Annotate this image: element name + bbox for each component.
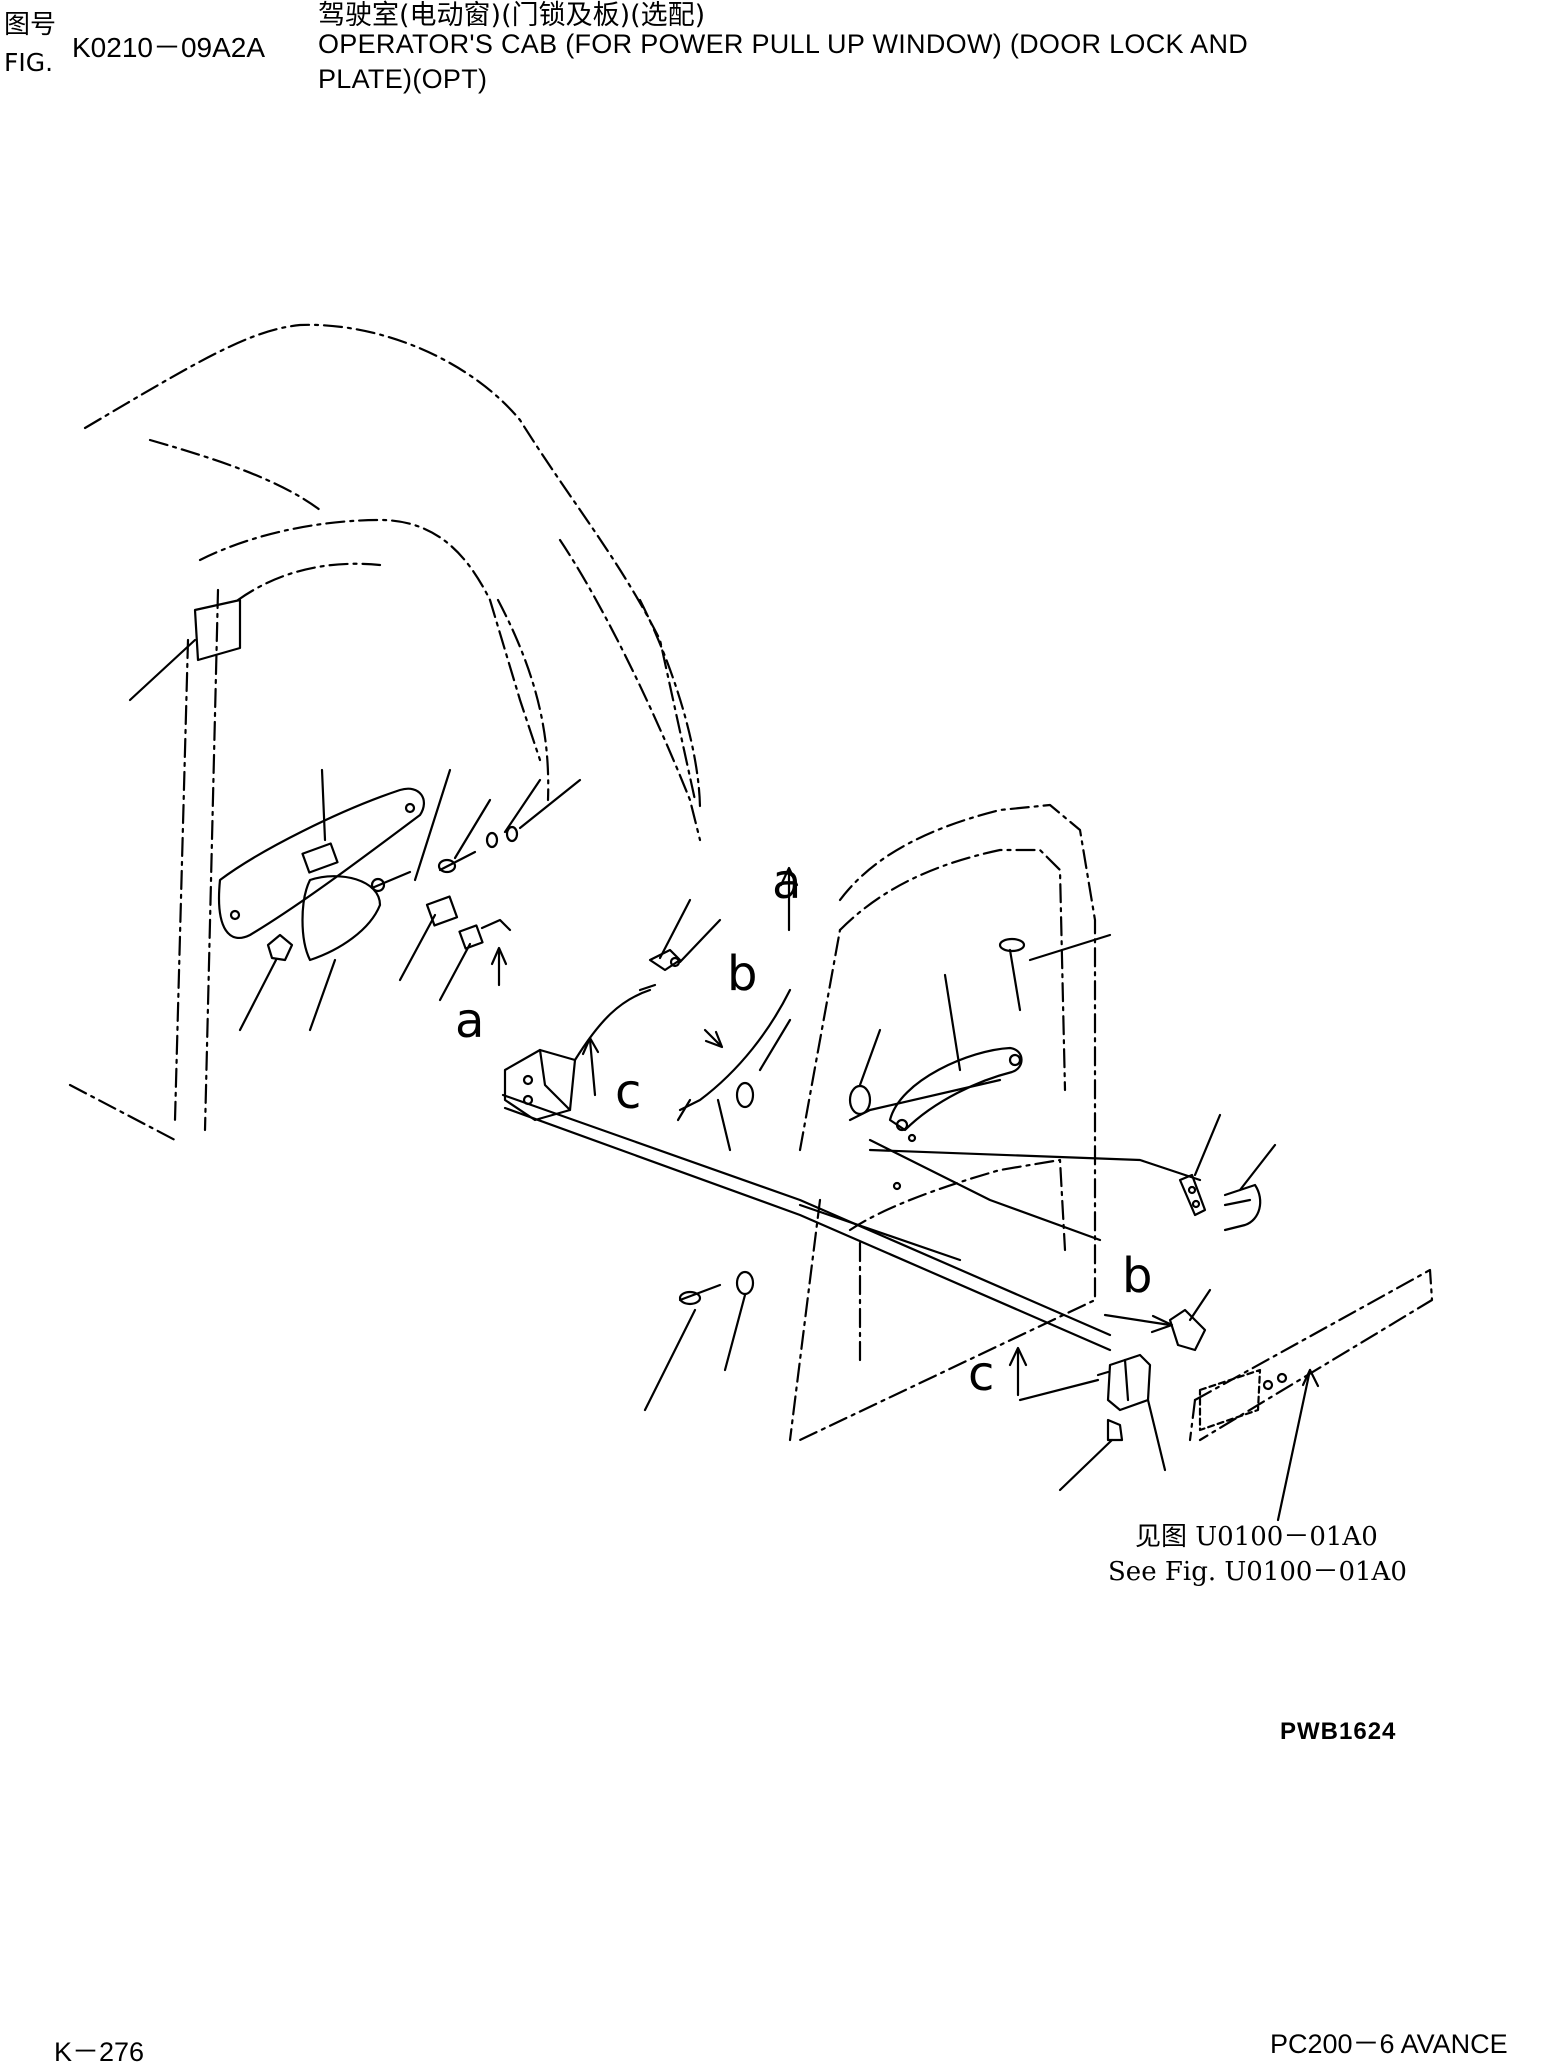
title-english-line2: PLATE)(OPT) — [318, 64, 488, 94]
door-lock — [503, 1048, 577, 1122]
see-fig-en: See Fig. U0100－01A0 — [1108, 1557, 1407, 1587]
drawing-number: PWB1624 — [1280, 1718, 1397, 1745]
title-chinese: 驾驶室(电动窗)(门锁及板)(选配) — [318, 0, 706, 31]
model-name: PC200－6 AVANCE — [1270, 2029, 1508, 2059]
door-outline — [788, 803, 1097, 1442]
figure-number: K0210－09A2A — [72, 32, 266, 63]
page-number: K－276 — [54, 2037, 145, 2067]
callout-a-lower: a — [455, 993, 484, 1049]
figure-label-cn: 图号 — [4, 10, 57, 40]
see-fig-cn: 见图 U0100－01A0 — [1135, 1522, 1378, 1552]
callout-c-lower: c — [968, 1346, 994, 1402]
inner-plate — [217, 768, 425, 962]
lower-lock — [1096, 1353, 1152, 1412]
title-english-line1: OPERATOR'S CAB (FOR POWER PULL UP WINDOW… — [318, 29, 1249, 59]
door-handle — [888, 1046, 1023, 1132]
callout-c-upper: c — [615, 1064, 641, 1120]
cab-outline — [68, 323, 702, 1142]
figure-label-en: FIG. — [4, 48, 54, 77]
callout-b-lower: b — [1122, 1248, 1152, 1304]
callout-b-upper: b — [727, 946, 757, 1002]
callout-a-upper: a — [772, 854, 801, 910]
